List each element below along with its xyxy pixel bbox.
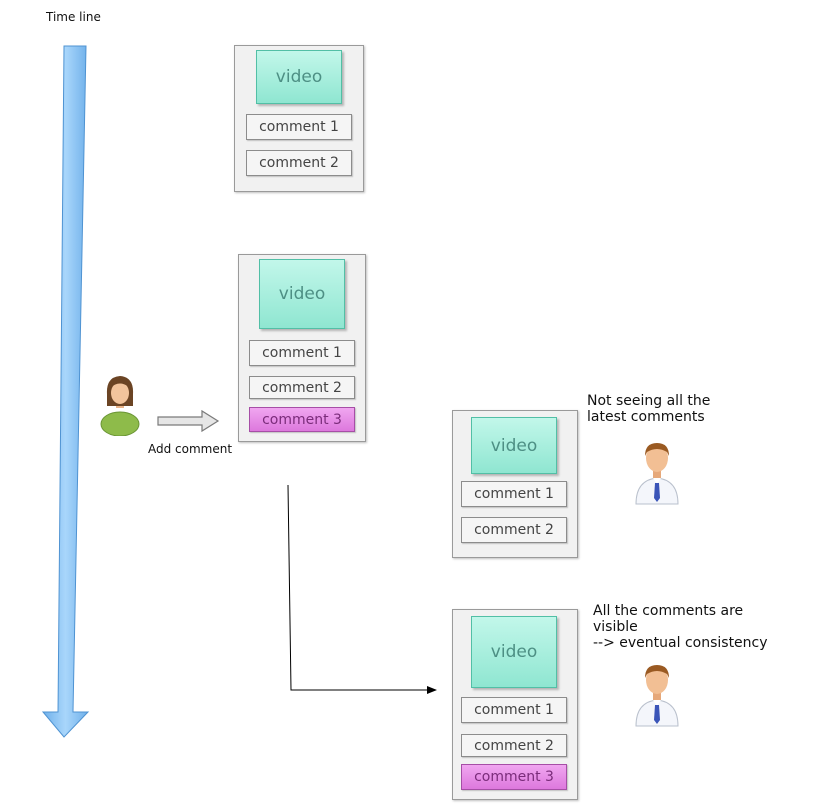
page-view-4: video comment 1 comment 2 comment 3 xyxy=(452,609,578,800)
stale-read-note: Not seeing all the latest comments xyxy=(587,393,711,425)
man-user-icon xyxy=(634,662,680,728)
comment-item: comment 1 xyxy=(461,697,567,723)
comment-item: comment 1 xyxy=(249,340,355,366)
video-thumbnail[interactable]: video xyxy=(471,417,557,474)
woman-user-icon xyxy=(99,374,141,436)
comment-item: comment 2 xyxy=(249,376,355,399)
page-view-2: video comment 1 comment 2 comment 3 xyxy=(238,254,366,442)
hollow-right-arrow-icon xyxy=(157,409,220,433)
comment-item: comment 1 xyxy=(461,481,567,507)
video-thumbnail[interactable]: video xyxy=(256,50,342,104)
add-comment-label: Add comment xyxy=(148,442,233,456)
timeline-label: Time line xyxy=(46,10,101,24)
new-comment-item: comment 3 xyxy=(249,407,355,432)
timeline-arrow xyxy=(41,45,90,738)
man-user-icon xyxy=(634,440,680,506)
comment-item: comment 2 xyxy=(246,150,352,176)
comment-item: comment 2 xyxy=(461,734,567,757)
video-thumbnail[interactable]: video xyxy=(259,259,345,329)
page-view-3: video comment 1 comment 2 xyxy=(452,410,578,558)
comment-item: comment 2 xyxy=(461,517,567,543)
page-view-1: video comment 1 comment 2 xyxy=(234,45,364,192)
comment-item: comment 1 xyxy=(246,114,352,140)
new-comment-item: comment 3 xyxy=(461,764,567,790)
video-thumbnail[interactable]: video xyxy=(471,616,557,688)
propagation-connector xyxy=(287,484,437,694)
eventual-consistency-note: All the comments are visible --> eventua… xyxy=(593,603,768,651)
